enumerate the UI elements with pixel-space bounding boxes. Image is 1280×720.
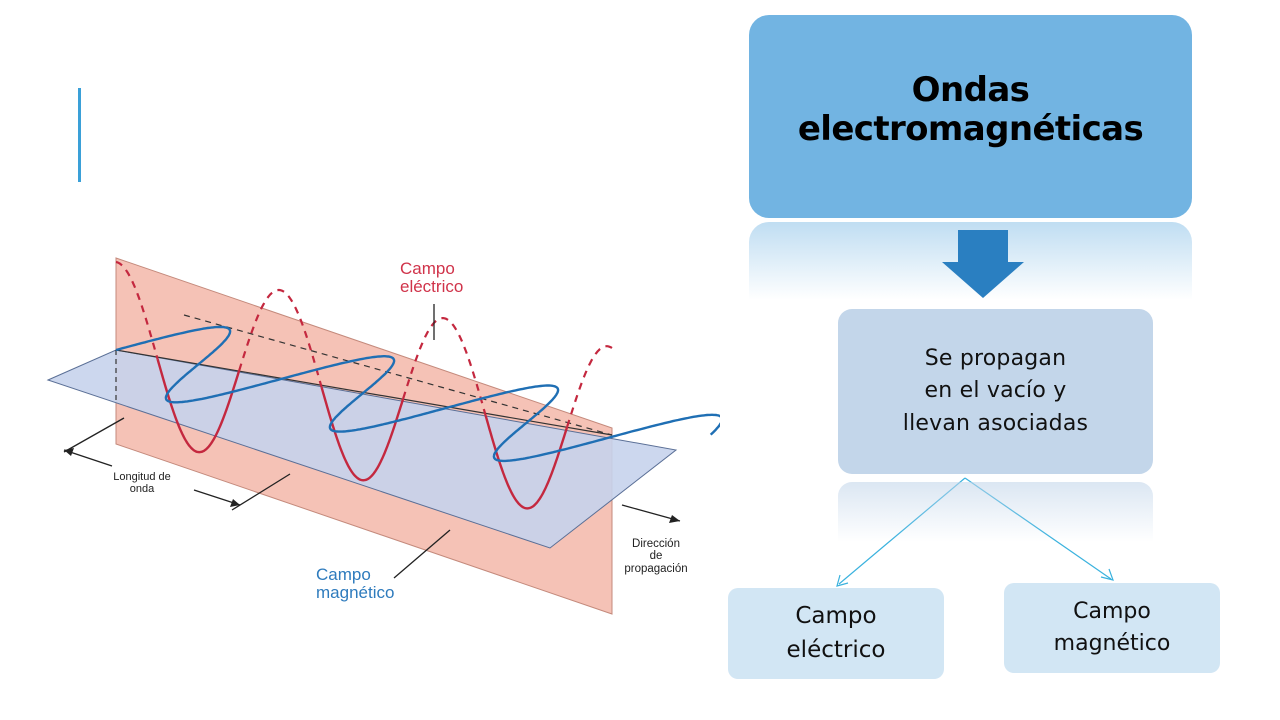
direction-arrow	[621, 504, 681, 522]
electric-field-box: Campo eléctrico	[728, 588, 944, 679]
connector-left-arrowhead	[836, 574, 849, 587]
wavelength-tick-left	[63, 417, 125, 453]
propagation-box: Se propagan en el vacío y llevan asociad…	[838, 309, 1153, 474]
propagation-text: Se propagan en el vacío y llevan asociad…	[902, 345, 1089, 436]
wave-figure	[46, 257, 720, 615]
magnetic-field-box-text: Campo magnético	[1053, 599, 1171, 656]
electric-field-box-text: Campo eléctrico	[786, 603, 886, 663]
magnetic-field-label: Campo magnético	[316, 565, 395, 603]
connector-right-arrowhead	[1100, 568, 1114, 581]
magnetic-wave	[115, 325, 720, 463]
electric-field-label: Campo eléctrico	[400, 259, 464, 297]
electric-wave-back	[115, 260, 613, 427]
wavelength-tick-right	[231, 473, 291, 511]
magnetic-field-box: Campo magnético	[1004, 583, 1220, 673]
title-text: Ondas electromagnéticas	[797, 70, 1144, 149]
magnetic-field-plane	[46, 349, 678, 549]
wavelength-arrowhead-left	[64, 448, 74, 456]
title-box-reflection	[749, 222, 1192, 300]
hidden-axis-line	[183, 314, 613, 436]
propagation-box-reflection	[838, 482, 1153, 542]
wavelength-arrowhead-right	[230, 499, 240, 507]
accent-bar	[78, 88, 81, 182]
direction-arrowhead	[669, 515, 680, 523]
propagation-direction-label: Dirección de propagación	[624, 538, 688, 575]
wavelength-label: Longitud de onda	[113, 471, 171, 495]
magnetic-label-leader	[393, 529, 451, 579]
title-box: Ondas electromagnéticas	[749, 15, 1192, 218]
